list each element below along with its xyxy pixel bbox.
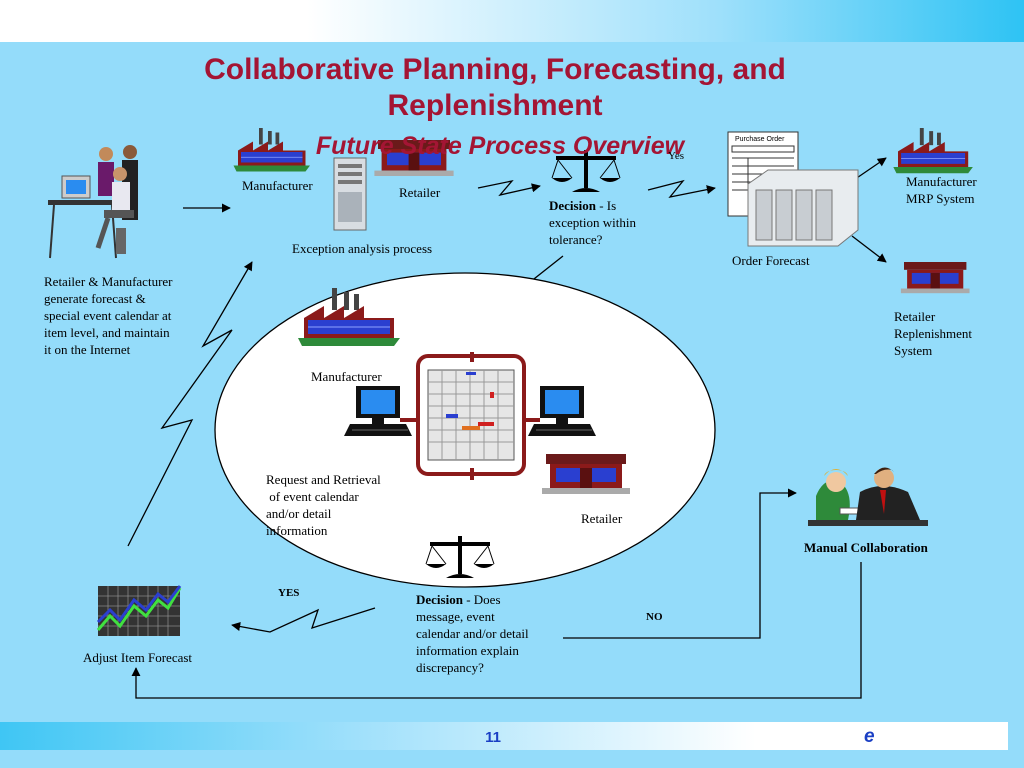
label-request-line-2: of event calendar	[266, 489, 359, 504]
label-request-line-1: Request and Retrieval	[266, 472, 381, 487]
decision-2-line-2: message, event	[416, 609, 495, 624]
label-rm-line-1: Retailer & Manufacturer	[44, 274, 173, 289]
decision-2-keyword: Decision	[416, 592, 463, 607]
label-rrs-line-1: Retailer	[894, 309, 936, 324]
page-number: 11	[485, 729, 501, 746]
label-manufacturer-top: Manufacturer	[242, 178, 313, 193]
meeting-people-icon	[808, 467, 928, 526]
bolt-to-decision1	[477, 179, 541, 197]
label-no-bottom: NO	[646, 611, 663, 623]
label-rrs-line-2: Replenishment	[894, 326, 972, 341]
server-tower-icon	[333, 157, 367, 231]
bottom-band	[0, 722, 1008, 750]
calendar-grid-icon	[416, 352, 526, 480]
bolt-to-adjust-forecast	[231, 607, 376, 633]
decision-1-keyword: Decision	[549, 198, 596, 213]
label-rm-line-2: generate forecast &	[44, 291, 146, 306]
label-rrs-line-3: System	[894, 343, 933, 358]
server-rack-icon	[747, 169, 859, 247]
logo-e-icon: e	[864, 726, 875, 747]
label-request-line-3: and/or detail	[266, 506, 332, 521]
factory-icon	[892, 127, 974, 174]
label-rm-line-5: it on the Internet	[44, 342, 131, 357]
decision-1-line-1: - Is	[595, 198, 617, 213]
label-manufacturer-ellipse: Manufacturer	[311, 369, 382, 384]
label-rm-line-4: item level, and maintain	[44, 325, 170, 340]
arrow-to-manual-collab	[563, 488, 797, 639]
decision-1-line-3: tolerance?	[549, 232, 603, 247]
workstation-people-icon	[48, 145, 138, 259]
label-retailer-top: Retailer	[399, 185, 441, 200]
label-mrp-line-1: Manufacturer	[906, 174, 977, 189]
top-band	[0, 0, 1024, 42]
decision-2-line-1: - Does	[462, 592, 501, 607]
store-icon	[542, 454, 630, 494]
label-mrp-line-2: MRP System	[906, 191, 975, 206]
arrow-to-replenishment	[851, 235, 887, 263]
label-decision-2: Decision - Does	[416, 591, 501, 608]
label-adjust-forecast: Adjust Item Forecast	[83, 650, 193, 665]
label-order-forecast: Order Forecast	[732, 253, 810, 268]
label-manual-collaboration: Manual Collaboration	[804, 540, 928, 555]
slide-title-line-2: Replenishment	[387, 89, 603, 122]
label-rm-line-3: special event calendar at	[44, 308, 172, 323]
label-retailer-ellipse: Retailer	[581, 511, 623, 526]
label-exception-analysis: Exception analysis process	[292, 241, 433, 256]
slide-subtitle: Future State Process Overview	[315, 132, 685, 160]
slide-title-line-1: Collaborative Planning, Forecasting, and	[204, 53, 786, 86]
label-yes-bottom: YES	[278, 587, 300, 599]
label-decision-1: Decision - Is	[549, 197, 616, 214]
label-yes-top: Yes	[668, 150, 685, 162]
decision-2-line-3: calendar and/or detail	[416, 626, 529, 641]
decision-2-line-5: discrepancy?	[416, 660, 484, 675]
store-icon	[900, 262, 970, 294]
bolt-to-order-forecast	[647, 179, 716, 198]
bolt-to-forecast-generation	[127, 261, 253, 547]
label-request-line-4: information	[266, 523, 328, 538]
label-purchase-order: Purchase Order	[735, 136, 785, 143]
trend-chart-icon	[96, 585, 182, 636]
decision-2-line-4: information explain	[416, 643, 519, 658]
arrow-back-to-adjust	[131, 562, 862, 699]
decision-1-line-2: exception within	[549, 215, 637, 230]
